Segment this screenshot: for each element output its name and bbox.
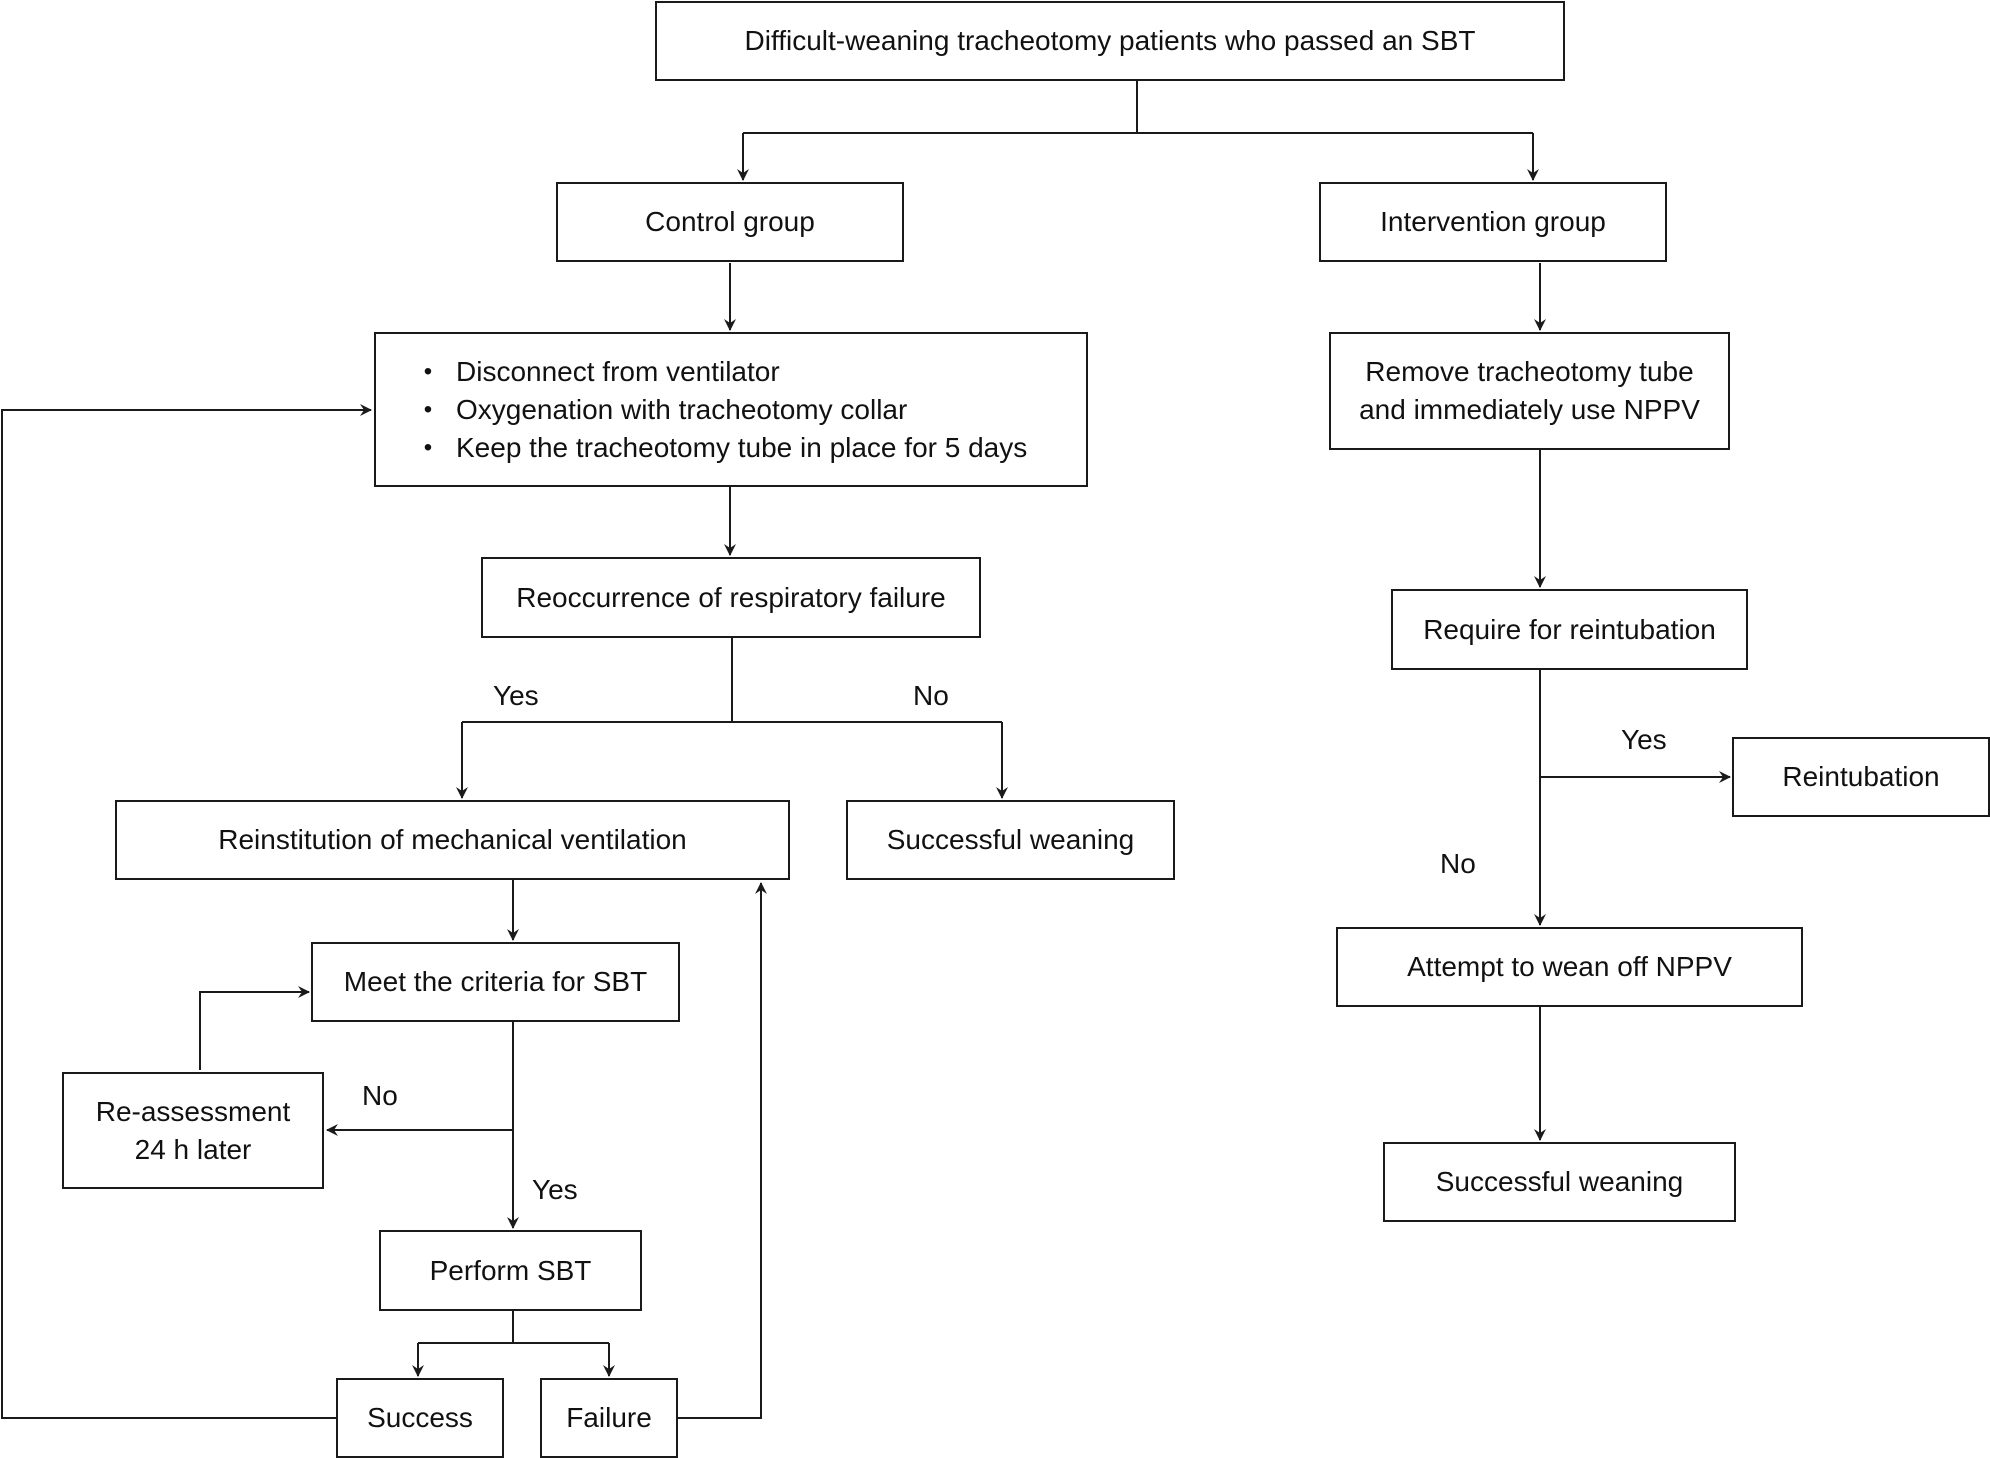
successful-weaning-intervention-label: Successful weaning [1435, 1166, 1684, 1197]
yes-label-reintubation: Yes [1621, 724, 1667, 755]
yes-label-criteria: Yes [532, 1174, 578, 1205]
intervention-group-box: Intervention group [1319, 182, 1667, 262]
control-group-box: Control group [556, 182, 904, 262]
reassessment-box: Re-assessment 24 h later [62, 1072, 324, 1189]
require-reintubation-label: Require for reintubation [1423, 613, 1716, 645]
bullet-icon: • [423, 395, 433, 423]
no-label-reintubation: No [1440, 848, 1476, 879]
success-box: Success [336, 1378, 504, 1458]
intervention-group-label: Intervention group [1380, 206, 1606, 237]
perform-sbt-label: Perform SBT [429, 1254, 592, 1286]
control-step-text: Disconnect from ventilator [456, 355, 780, 387]
bullet-icon: • [423, 433, 433, 461]
meet-criteria-label: Meet the criteria for SBT [343, 966, 648, 997]
perform-sbt-box: Perform SBT [379, 1230, 642, 1311]
control-group-label: Control group [645, 206, 815, 237]
reinstitution-label: Reinstitution of mechanical ventilation [218, 824, 687, 855]
start-label: Difficult-weaning tracheotomy patients w… [744, 25, 1476, 56]
attempt-wean-label: Attempt to wean off NPPV [1407, 951, 1732, 982]
reintubation-box: Reintubation [1732, 737, 1990, 817]
arrow-reassessment-to-criteria [199, 986, 310, 1070]
reintubation-label: Reintubation [1782, 761, 1940, 792]
successful-weaning-control-box: Successful weaning [846, 800, 1175, 880]
failure-box: Failure [540, 1378, 678, 1458]
reassessment-line-2: 24 h later [134, 1133, 252, 1165]
reoccurrence-label: Reoccurrence of respiratory failure [516, 581, 946, 613]
meet-criteria-box: Meet the criteria for SBT [311, 942, 680, 1022]
yes-label-reoccurrence: Yes [493, 680, 539, 711]
control-step-item: • Disconnect from ventilator [400, 353, 780, 391]
successful-weaning-control-label: Successful weaning [886, 824, 1135, 855]
attempt-wean-box: Attempt to wean off NPPV [1336, 927, 1803, 1007]
successful-weaning-intervention-box: Successful weaning [1383, 1142, 1736, 1222]
control-step-item: • Keep the tracheotomy tube in place for… [400, 429, 1027, 467]
arrow-success-to-control-steps [1, 404, 372, 1419]
success-label: Success [367, 1402, 473, 1433]
remove-tube-line-2: and immediately use NPPV [1359, 394, 1700, 425]
no-label-reoccurrence: No [913, 680, 949, 711]
no-label-criteria: No [362, 1080, 398, 1111]
bullet-icon: • [423, 357, 433, 385]
remove-tube-box: Remove tracheotomy tube and immediately … [1329, 332, 1730, 450]
failure-label: Failure [566, 1402, 652, 1433]
reassessment-line-1: Re-assessment [95, 1095, 291, 1127]
control-steps-box: • Disconnect from ventilator • Oxygenati… [374, 332, 1088, 487]
reoccurrence-box: Reoccurrence of respiratory failure [481, 557, 981, 638]
arrow-failure-to-reinstitution [678, 882, 767, 1419]
remove-tube-line-1: Remove tracheotomy tube [1365, 356, 1694, 387]
require-reintubation-box: Require for reintubation [1391, 589, 1748, 670]
reinstitution-box: Reinstitution of mechanical ventilation [115, 800, 790, 880]
control-step-item: • Oxygenation with tracheotomy collar [400, 391, 908, 429]
control-step-text: Oxygenation with tracheotomy collar [456, 393, 908, 425]
control-step-text: Keep the tracheotomy tube in place for 5… [456, 431, 1028, 463]
start-box: Difficult-weaning tracheotomy patients w… [655, 1, 1565, 81]
